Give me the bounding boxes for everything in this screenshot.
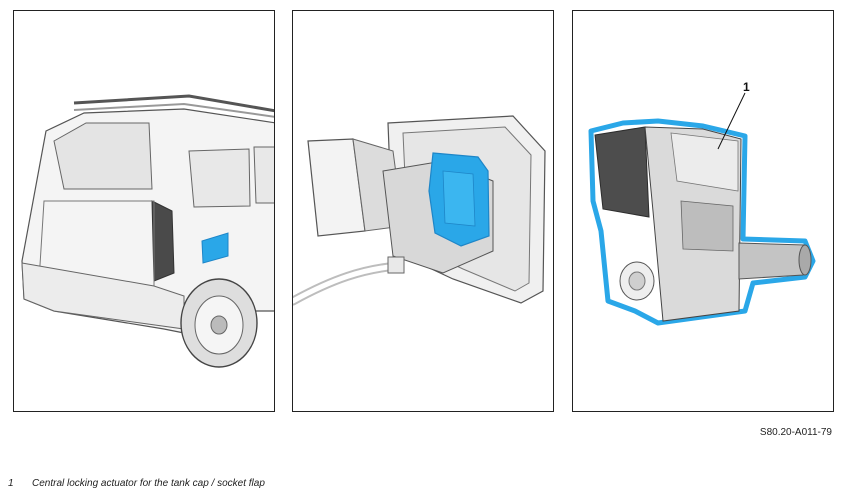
panel-vehicle-view: [13, 10, 275, 412]
vehicle-illustration: [21, 94, 274, 368]
actuator-outline-highlight: [588, 118, 816, 326]
legend-number: 1: [8, 478, 14, 489]
panel-actuator-part: 1: [572, 10, 834, 412]
socket-flap-highlight: [201, 232, 229, 264]
panel-flap-detail: [292, 10, 554, 412]
legend-text: Central locking actuator for the tank ca…: [32, 478, 265, 489]
callout-number: 1: [743, 80, 750, 94]
figure-reference-code: S80.20-A011-79: [759, 427, 832, 438]
callout-leader-line: [717, 92, 746, 150]
legend-item: 1 Central locking actuator for the tank c…: [8, 478, 265, 489]
flap-illustration: [293, 115, 546, 306]
actuator-illustration: 1: [588, 80, 816, 326]
